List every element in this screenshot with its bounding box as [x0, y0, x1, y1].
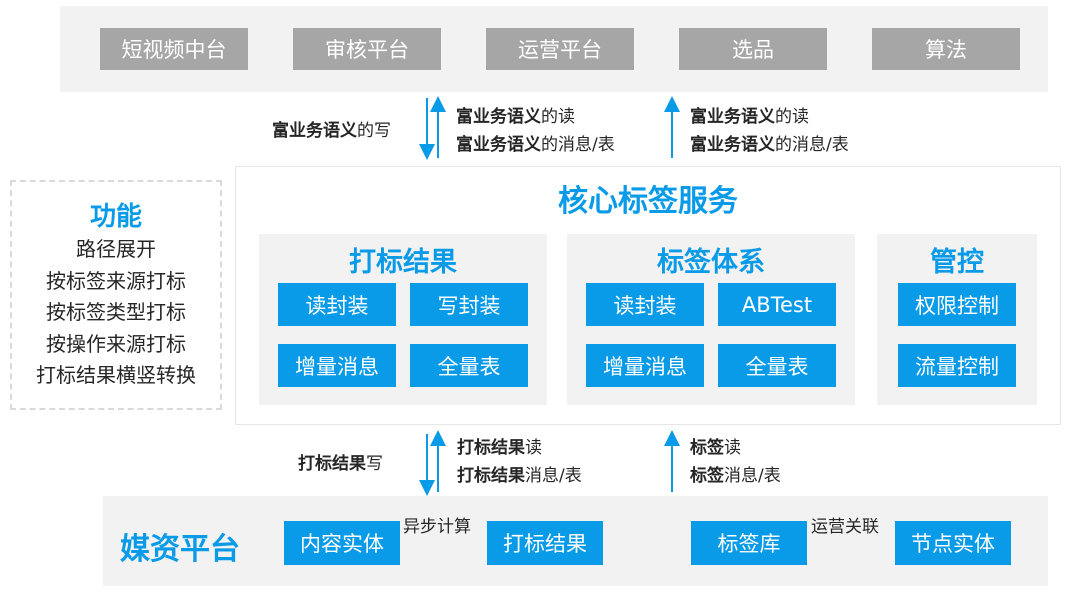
function-item: 按操作来源打标: [46, 331, 186, 356]
incremental-message-button[interactable]: 增量消息: [586, 344, 704, 387]
function-item: 路径展开: [76, 237, 156, 261]
permission-control-button[interactable]: 权限控制: [898, 283, 1016, 326]
full-table-button[interactable]: 全量表: [410, 344, 528, 387]
function-item: 按标签类型打标: [46, 300, 186, 324]
functions-box: [10, 180, 222, 410]
full-table-button[interactable]: 全量表: [718, 344, 836, 387]
label-tag-write: 打标结果写: [298, 454, 383, 474]
group-tag-system-title: 标签体系: [657, 247, 765, 278]
system-short-video[interactable]: 短视频中台: [100, 28, 248, 70]
ops-link-label: 运营关联: [811, 517, 879, 537]
function-item: 打标结果横竖转换: [36, 363, 196, 387]
media-platform-title: 媒资平台: [120, 532, 240, 567]
system-operation[interactable]: 运营平台: [486, 28, 634, 70]
label-label-read-right: 标签读 标签消息/表: [690, 438, 781, 486]
read-wrapper-button[interactable]: 读封装: [278, 283, 396, 326]
node-entity-button[interactable]: 节点实体: [895, 521, 1011, 565]
label-rich-write: 富业务语义的写: [272, 121, 391, 141]
system-selection[interactable]: 选品: [679, 28, 827, 70]
traffic-control-button[interactable]: 流量控制: [898, 344, 1016, 387]
functions-list: 路径展开 按标签来源打标 按标签类型打标 按操作来源打标 打标结果横竖转换: [10, 234, 222, 392]
read-wrapper-button[interactable]: 读封装: [586, 283, 704, 326]
incremental-message-button[interactable]: 增量消息: [278, 344, 396, 387]
content-entity-button[interactable]: 内容实体: [284, 521, 400, 565]
label-rich-read-mid: 富业务语义的读 富业务语义的消息/表: [456, 107, 615, 155]
write-wrapper-button[interactable]: 写封装: [410, 283, 528, 326]
tag-library-button[interactable]: 标签库: [691, 521, 807, 565]
group-control-title: 管控: [930, 247, 984, 278]
system-algorithm[interactable]: 算法: [872, 28, 1020, 70]
label-tag-read-mid: 打标结果读 打标结果消息/表: [457, 438, 582, 486]
tag-result-button[interactable]: 打标结果: [487, 521, 603, 565]
abtest-button[interactable]: ABTest: [718, 283, 836, 326]
system-review[interactable]: 审核平台: [293, 28, 441, 70]
label-rich-read-right: 富业务语义的读 富业务语义的消息/表: [690, 107, 849, 155]
async-compute-label: 异步计算: [403, 517, 471, 537]
core-service-title: 核心标签服务: [558, 184, 738, 219]
function-item: 按标签来源打标: [46, 268, 186, 293]
group-tag-result-title: 打标结果: [349, 247, 457, 278]
functions-title: 功能: [89, 202, 142, 232]
